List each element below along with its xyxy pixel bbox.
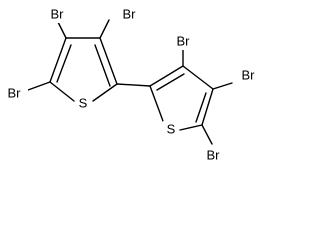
bond-c4-c5-left-double (56, 44, 72, 83)
molecule-structure: Br Br Br S Br Br S Br (0, 6, 263, 164)
bond-c4-br-right (212, 82, 233, 90)
bond-c5-br-left (27, 81, 51, 91)
bond-c3-c4-right (182, 65, 214, 90)
bond-s-c2-left (92, 83, 118, 102)
atom-s-left: S (79, 96, 88, 111)
atom-s-right: S (167, 122, 176, 137)
right-substituent-bonds (182, 49, 233, 145)
atom-br-top-left: Br (51, 7, 65, 22)
bond-s-c2-right (149, 85, 164, 122)
atom-br-right-mid: Br (242, 68, 256, 83)
bond-c3-c2-left (99, 37, 118, 85)
bond-c3-br-left (99, 19, 110, 39)
bond-c5-br-right (201, 124, 213, 145)
atom-br-right-top: Br (177, 34, 191, 49)
bond-c4-c5-left (49, 37, 67, 83)
bond-c3-c2-left-double (94, 44, 111, 87)
bond-c4-c5-right (201, 88, 214, 126)
bond-c2-c3-right-double (156, 73, 185, 91)
atom-br-top-center: Br (123, 7, 137, 22)
bond-biaryl (116, 83, 151, 87)
bond-c5-s-right (179, 124, 203, 131)
left-substituent-bonds (27, 19, 110, 91)
atom-br-right-bottom: Br (207, 148, 221, 163)
left-thiophene-ring (49, 37, 118, 102)
atom-labels: Br Br Br S Br Br S Br (0, 6, 263, 164)
bond-c5-s-left (49, 81, 75, 102)
bond-c2-c3-right (149, 65, 184, 87)
atom-br-left: Br (8, 86, 22, 101)
right-thiophene-ring (149, 65, 214, 131)
bond-c4-c5-right-double (195, 92, 207, 123)
